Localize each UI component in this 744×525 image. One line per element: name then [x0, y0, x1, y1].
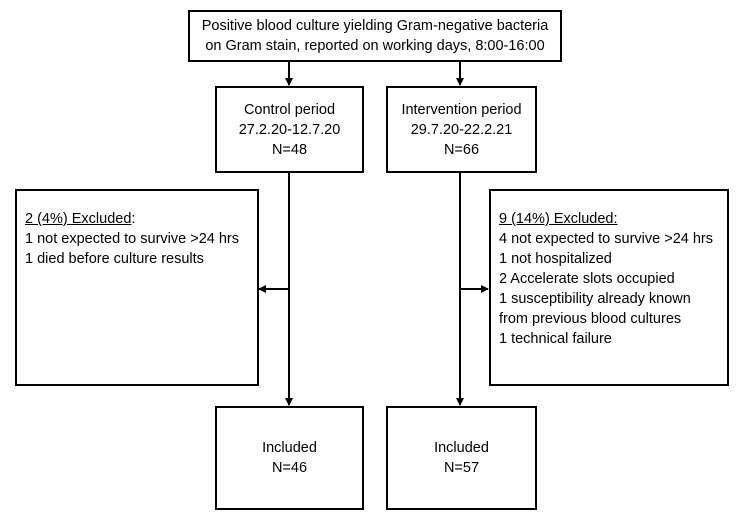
intervention-period-box: Intervention period 29.7.20-22.2.21 N=66: [386, 86, 537, 173]
control-period-title: Control period: [243, 101, 336, 118]
control-period-box: Control period 27.2.20-12.7.20 N=48: [215, 86, 364, 173]
top-box-line-1: Positive blood culture yielding Gram-neg…: [201, 18, 549, 34]
control-included-box: Included N=46: [215, 406, 364, 510]
top-box-eligibility: Positive blood culture yielding Gram-neg…: [188, 10, 562, 62]
intervention-period-dates: 29.7.20-22.2.21: [410, 121, 513, 138]
intervention-excluded-box: 9 (14%) Excluded: 4 not expected to surv…: [489, 189, 729, 386]
intervention-period-title: Intervention period: [401, 101, 522, 118]
intervention-included-box: Included N=57: [386, 406, 537, 510]
control-period-dates: 27.2.20-12.7.20: [238, 121, 341, 138]
intervention-included-label: Included: [434, 440, 489, 456]
control-excluded-heading-suffix: :: [131, 211, 136, 227]
intervention-excluded-item: 4 not expected to survive >24 hrs: [499, 231, 714, 247]
control-excluded-box: 2 (4%) Excluded: 1 not expected to survi…: [15, 189, 259, 386]
control-included-n: N=46: [271, 460, 308, 476]
control-excluded-item: 1 not expected to survive >24 hrs: [25, 231, 240, 247]
intervention-excluded-item: from previous blood cultures: [499, 311, 682, 327]
control-excluded-heading-count: 2 (4%) Excluded: [25, 211, 132, 227]
top-box-line-2: on Gram stain, reported on working days,…: [205, 38, 545, 54]
control-included-label: Included: [262, 440, 317, 456]
intervention-period-n: N=66: [443, 141, 480, 158]
control-excluded-item: 1 died before culture results: [25, 251, 204, 267]
control-excluded-heading: 2 (4%) Excluded:: [25, 209, 257, 229]
intervention-excluded-heading: 9 (14%) Excluded:: [499, 211, 618, 227]
intervention-excluded-item: 2 Accelerate slots occupied: [499, 271, 675, 287]
intervention-excluded-item: 1 not hospitalized: [499, 251, 612, 267]
control-period-n: N=48: [271, 141, 308, 158]
intervention-included-n: N=57: [443, 460, 480, 476]
intervention-excluded-item: 1 technical failure: [499, 331, 612, 347]
intervention-excluded-item: 1 susceptibility already known: [499, 291, 691, 307]
